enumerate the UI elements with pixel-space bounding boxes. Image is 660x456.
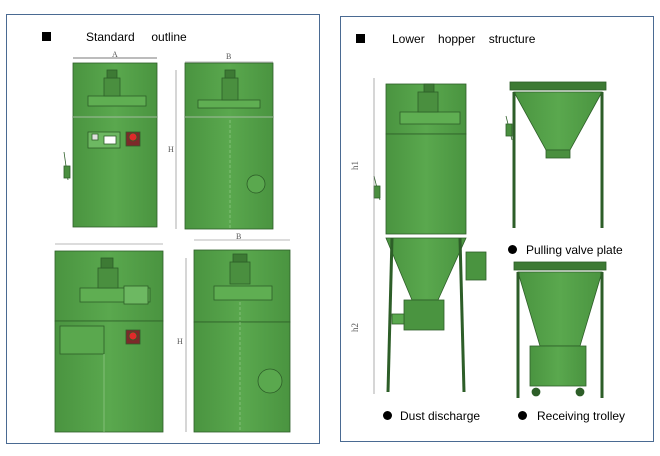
- receiving-trolley-label: Receiving trolley: [537, 409, 626, 423]
- dim-h1-label: h1: [350, 161, 360, 170]
- side-view-bottom: [193, 239, 291, 433]
- dim-B-top-label: B: [226, 52, 231, 61]
- dim-A-label: A: [112, 50, 118, 59]
- front-view-bottom: [54, 243, 164, 433]
- bullet-square: [356, 34, 365, 43]
- dim-h2-label: h2: [350, 323, 360, 332]
- bullet-dot: [518, 411, 527, 420]
- collector-with-hopper: [373, 83, 487, 393]
- lower-hopper-heading: Lower hopper structure: [392, 32, 536, 46]
- side-view-top: [184, 62, 274, 230]
- dust-discharge-label: Dust discharge: [400, 409, 481, 423]
- dim-B-bottom-label: B: [236, 232, 241, 241]
- pulling-valve-plate-label: Pulling valve plate: [526, 243, 623, 257]
- bullet-dot: [508, 245, 517, 254]
- standard-outline-heading: Standard outline: [86, 30, 187, 44]
- receiving-trolley: [513, 261, 607, 398]
- bullet-dot: [383, 411, 392, 420]
- dim-H-bottom-label: H: [177, 337, 183, 346]
- front-view-top: [63, 57, 158, 228]
- pulling-valve-hopper: [505, 81, 607, 228]
- bullet-square: [42, 32, 51, 41]
- dim-H-top-label: H: [168, 145, 174, 154]
